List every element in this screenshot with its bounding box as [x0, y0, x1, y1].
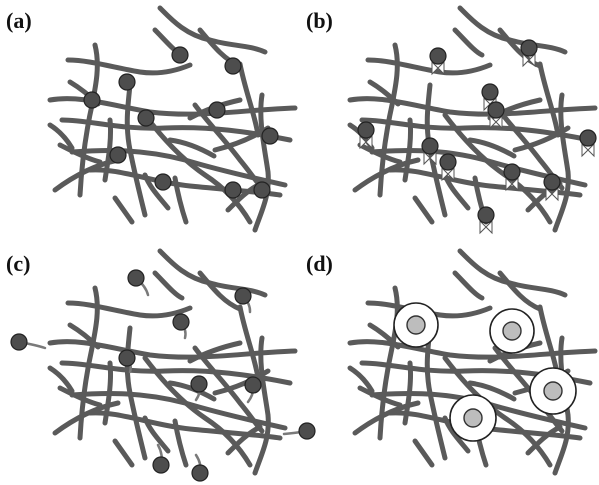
fiber-strand	[455, 273, 482, 298]
panel-label-c: (c)	[6, 253, 30, 275]
particle-dot	[488, 102, 504, 118]
particle-dot	[138, 110, 154, 126]
particle-dot	[422, 138, 438, 154]
particle-dot	[209, 102, 225, 118]
particle-dot	[225, 182, 241, 198]
particle-dot	[119, 350, 135, 366]
fiber-strand	[50, 342, 295, 358]
fiber-strand	[60, 145, 100, 162]
particle-dot	[110, 147, 126, 163]
particle-dot	[580, 130, 596, 146]
particle-dot	[358, 122, 374, 138]
fiber-strand	[500, 273, 540, 309]
particle-dot	[153, 457, 169, 473]
fiber-strand	[415, 441, 432, 465]
particle-dot	[482, 84, 498, 100]
particle-core	[464, 409, 482, 427]
network-diagram-a	[0, 0, 299, 242]
fiber-strand	[360, 388, 400, 405]
particle-dot	[235, 288, 251, 304]
particle-dot	[128, 270, 144, 286]
panel-label-a: (a)	[6, 10, 32, 32]
panel-c: (c)	[0, 243, 299, 485]
fiber-network	[50, 251, 295, 473]
panel-d: (d)	[300, 243, 599, 485]
network-diagram-c	[0, 243, 299, 485]
fiber-strand	[415, 198, 432, 222]
fiber-strand	[200, 273, 240, 309]
particle-dot	[262, 128, 278, 144]
particle-dot	[254, 182, 270, 198]
fiber-strand	[455, 30, 482, 55]
particle-dot	[245, 377, 261, 393]
particle-dot	[225, 58, 241, 74]
fiber-strand	[255, 95, 268, 230]
particle-dot	[11, 334, 27, 350]
network-diagram-b	[300, 0, 599, 242]
fiber-strand	[60, 388, 100, 405]
particle-core	[407, 316, 425, 334]
particle-dot	[173, 314, 189, 330]
fiber-strand	[555, 95, 568, 230]
fiber-strand	[115, 198, 132, 222]
panel-label-b: (b)	[306, 10, 333, 32]
fiber-strand	[155, 273, 182, 298]
network-diagram-d	[300, 243, 599, 485]
fiber-strand	[68, 303, 190, 316]
particle-dot	[440, 154, 456, 170]
fiber-strand	[115, 441, 132, 465]
particle-dot	[478, 207, 494, 223]
fiber-strand	[350, 99, 595, 115]
fiber-strand	[360, 145, 400, 162]
particle-dot	[84, 92, 100, 108]
fiber-strand	[68, 60, 190, 73]
particle-dot	[430, 48, 446, 64]
particle-dot	[521, 40, 537, 56]
particle-dot	[504, 164, 520, 180]
particle-core	[544, 382, 562, 400]
fiber-strand	[255, 338, 268, 473]
fiber-strand	[540, 64, 558, 135]
panel-b: (b)	[300, 0, 599, 242]
fiber-strand	[368, 60, 490, 73]
panel-label-d: (d)	[306, 253, 333, 275]
particle-dot	[119, 74, 135, 90]
particle-dot	[544, 174, 560, 190]
particle-dot	[172, 47, 188, 63]
particle-dot	[192, 465, 208, 481]
particle-dot	[191, 376, 207, 392]
particle-dot	[155, 174, 171, 190]
fiber-strand	[240, 64, 258, 135]
panel-a: (a)	[0, 0, 299, 242]
particle-core	[503, 322, 521, 340]
fiber-strand	[350, 342, 595, 358]
fiber-strand	[240, 307, 258, 378]
